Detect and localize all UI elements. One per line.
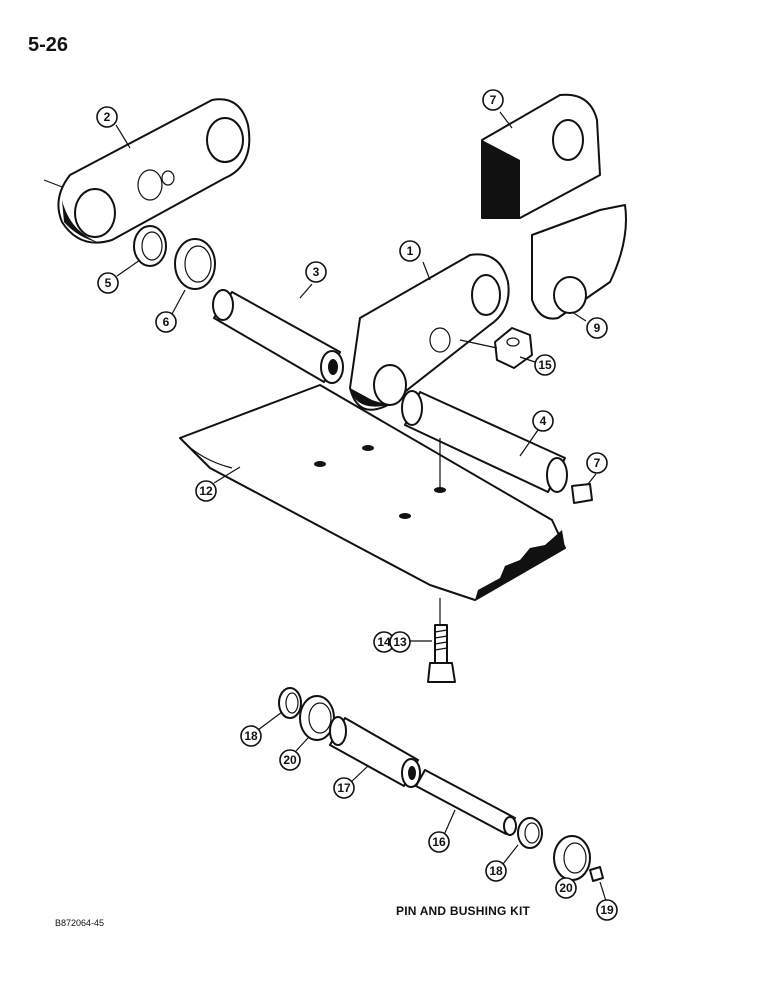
callout-15: 15 bbox=[534, 354, 556, 376]
seal-20-top bbox=[299, 695, 335, 741]
seal-ring-5 bbox=[133, 225, 167, 267]
callout-18-top: 18 bbox=[240, 725, 262, 747]
page-number: 5-26 bbox=[28, 34, 69, 56]
seal-6 bbox=[174, 238, 216, 290]
callout-number: 13 bbox=[393, 635, 407, 649]
callout-20-top: 20 bbox=[279, 749, 301, 771]
callout-number: 14 bbox=[377, 635, 391, 649]
seal-ring-18-top bbox=[278, 687, 302, 719]
callout-number: 6 bbox=[163, 315, 170, 329]
callout-7: 7 bbox=[586, 452, 608, 474]
link-half-top-right bbox=[481, 93, 601, 219]
callout-number: 12 bbox=[199, 484, 213, 498]
callout-number: 19 bbox=[600, 903, 614, 917]
callout-number: 7 bbox=[490, 93, 497, 107]
callout-number: 18 bbox=[244, 729, 258, 743]
callout-16: 16 bbox=[428, 831, 450, 853]
plug-19 bbox=[589, 866, 604, 882]
nut-15 bbox=[494, 327, 533, 369]
callout-number: 5 bbox=[105, 276, 112, 290]
callout-1: 1 bbox=[399, 240, 421, 262]
callout-6: 6 bbox=[155, 311, 177, 333]
callout-2: 2 bbox=[96, 106, 118, 128]
callout-4: 4 bbox=[532, 410, 554, 432]
callout-number: 7 bbox=[594, 456, 601, 470]
callout-19: 19 bbox=[596, 899, 618, 921]
callout-number: 20 bbox=[283, 753, 297, 767]
kit-caption: PIN AND BUSHING KIT bbox=[396, 904, 531, 918]
callout-18-bottom: 18 bbox=[485, 860, 507, 882]
callout-12: 12 bbox=[195, 480, 217, 502]
bushing-17 bbox=[329, 716, 421, 788]
track-link-center bbox=[349, 253, 510, 411]
callout-9: 7 bbox=[482, 89, 504, 111]
callout-8: 9 bbox=[586, 317, 608, 339]
seal-20-bottom bbox=[553, 835, 591, 881]
callout-number: 3 bbox=[313, 265, 320, 279]
callout-number: 17 bbox=[337, 781, 351, 795]
plug-7 bbox=[571, 483, 593, 504]
callout-number: 20 bbox=[559, 881, 573, 895]
pin-16 bbox=[415, 769, 517, 836]
callout-number: 18 bbox=[489, 864, 503, 878]
callout-20-bottom: 20 bbox=[555, 877, 577, 899]
callout-number: 4 bbox=[540, 414, 547, 428]
callout-17: 17 bbox=[333, 777, 355, 799]
callout-number: 2 bbox=[104, 110, 111, 124]
callout-number: 16 bbox=[432, 835, 446, 849]
callout-number: 9 bbox=[594, 321, 601, 335]
track-shoe-12 bbox=[179, 384, 566, 601]
callout-3: 3 bbox=[305, 261, 327, 283]
bolt-13 bbox=[427, 624, 456, 683]
seal-ring-18-bottom bbox=[517, 817, 543, 849]
callout-13: 13 bbox=[389, 631, 411, 653]
callout-5: 5 bbox=[97, 272, 119, 294]
leader-lines bbox=[115, 111, 607, 902]
drawing-code: B872064-45 bbox=[55, 918, 105, 928]
callout-number: 15 bbox=[538, 358, 552, 372]
callout-number: 1 bbox=[407, 244, 414, 258]
track-link-left bbox=[43, 98, 251, 244]
master-link-half bbox=[531, 204, 627, 320]
bushing-3 bbox=[212, 289, 344, 384]
pin-4 bbox=[401, 390, 568, 493]
